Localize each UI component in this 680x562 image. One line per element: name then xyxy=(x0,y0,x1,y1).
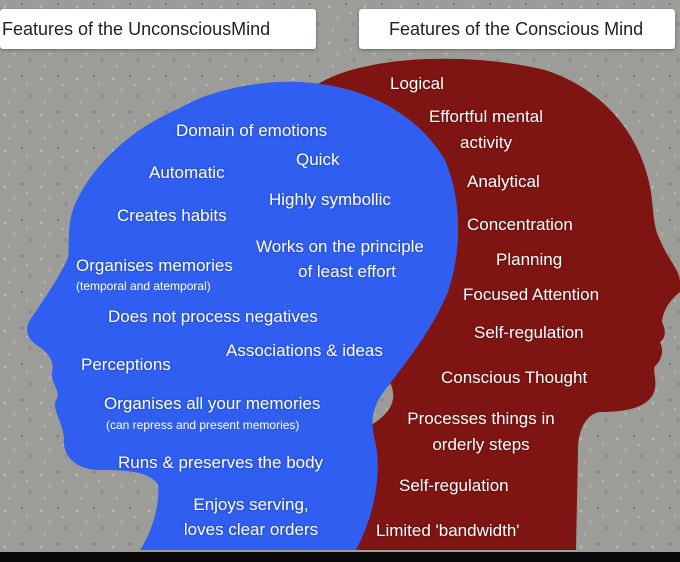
unconscious-mind-header: Features of the UnconsciousMind xyxy=(0,9,316,49)
feature-least-effort: of least effort xyxy=(298,262,396,281)
feature-effortful: Effortful mental xyxy=(428,107,544,126)
feature-no-negatives: Does not process negatives xyxy=(108,307,318,326)
feature-self-regulation-1: Self-regulation xyxy=(474,323,584,342)
feature-self-regulation-2: Self-regulation xyxy=(399,476,509,495)
feature-limited-bandwidth: Limited 'bandwidth' xyxy=(376,521,520,540)
feature-organises-all-memories: Organises all your memories xyxy=(104,394,321,413)
feature-quick: Quick xyxy=(296,150,340,169)
feature-activity: activity xyxy=(460,133,512,152)
feature-works-on-principle: Works on the principle xyxy=(256,237,424,256)
conscious-mind-header: Features of the Conscious Mind xyxy=(359,9,675,49)
feature-runs-body: Runs & preserves the body xyxy=(118,453,324,472)
feature-orderly-steps: orderly steps xyxy=(432,435,530,454)
bottom-border xyxy=(0,552,680,562)
feature-automatic: Automatic xyxy=(149,163,225,182)
feature-focused-attention: Focused Attention xyxy=(463,285,600,304)
feature-organises-memories: Organises memories xyxy=(76,256,233,275)
feature-enjoys-serving: Enjoys serving, xyxy=(193,495,309,514)
feature-organises-memories-note: (temporal and atemporal) xyxy=(76,279,211,293)
feature-logical: Logical xyxy=(390,74,444,93)
feature-planning: Planning xyxy=(496,250,563,269)
feature-concentration: Concentration xyxy=(467,215,573,234)
feature-conscious-thought: Conscious Thought xyxy=(441,368,588,387)
feature-creates-habits: Creates habits xyxy=(117,206,227,225)
feature-perceptions: Perceptions xyxy=(81,355,171,374)
feature-organises-all-memories-note: (can repress and present memories) xyxy=(106,418,300,432)
feature-analytical: Analytical xyxy=(467,172,540,191)
feature-clear-orders: loves clear orders xyxy=(183,520,319,539)
feature-processes-things: Processes things in xyxy=(407,409,555,428)
feature-highly-symbolic: Highly symbollic xyxy=(269,190,391,209)
feature-associations: Associations & ideas xyxy=(226,341,383,360)
feature-domain-of-emotions: Domain of emotions xyxy=(176,121,328,140)
unconscious-head-shape xyxy=(27,81,459,551)
